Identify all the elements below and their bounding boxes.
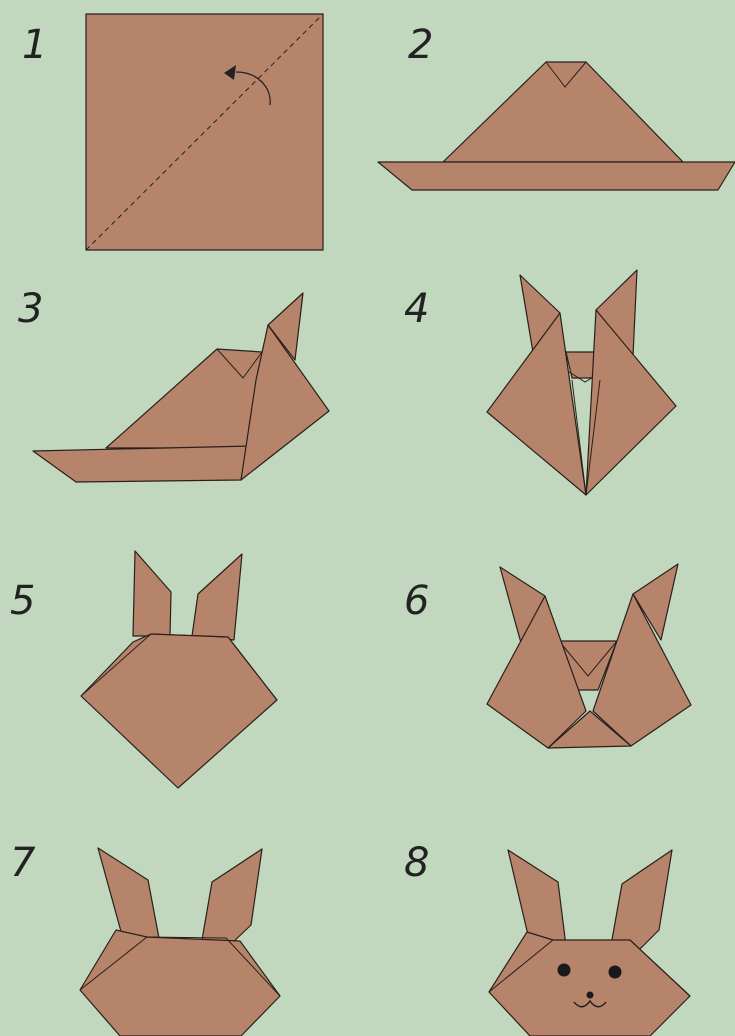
step-8-number: 8 xyxy=(404,840,429,886)
step-6-left-flap xyxy=(487,596,586,748)
step-8-head xyxy=(489,932,690,1036)
left-eye-icon xyxy=(558,964,571,977)
step-5-head xyxy=(81,634,277,788)
step-4-number: 4 xyxy=(404,286,429,332)
step-8-right-ear xyxy=(611,850,672,952)
step-7: 7 xyxy=(10,840,280,1036)
step-1-number: 1 xyxy=(22,22,47,68)
step-7-number: 7 xyxy=(10,840,36,886)
step-3-folded-strip xyxy=(33,446,252,482)
step-5-left-ear xyxy=(133,551,171,636)
step-7-left-ear xyxy=(98,848,159,946)
step-3: 3 xyxy=(18,286,329,482)
step-7-right-ear xyxy=(202,849,262,946)
step-1-paper-square xyxy=(86,14,323,250)
step-6: 6 xyxy=(404,564,691,748)
step-5-number: 5 xyxy=(10,578,35,624)
step-5-right-ear xyxy=(192,554,242,640)
step-1: 1 xyxy=(22,14,323,250)
step-2: 2 xyxy=(378,22,735,190)
step-6-number: 6 xyxy=(404,578,429,624)
step-2-number: 2 xyxy=(408,22,433,68)
step-7-head xyxy=(80,930,280,1036)
step-3-number: 3 xyxy=(18,286,43,332)
step-8: 8 xyxy=(404,840,690,1036)
step-4: 4 xyxy=(404,270,676,495)
step-6-right-flap xyxy=(593,594,691,746)
nose-icon xyxy=(587,992,594,999)
step-3-back-triangle xyxy=(106,349,262,448)
right-eye-icon xyxy=(609,966,622,979)
step-3-raised-flap xyxy=(241,325,329,480)
step-2-upper-triangle xyxy=(443,62,683,162)
step-5: 5 xyxy=(10,551,277,788)
step-2-folded-strip xyxy=(378,162,735,190)
